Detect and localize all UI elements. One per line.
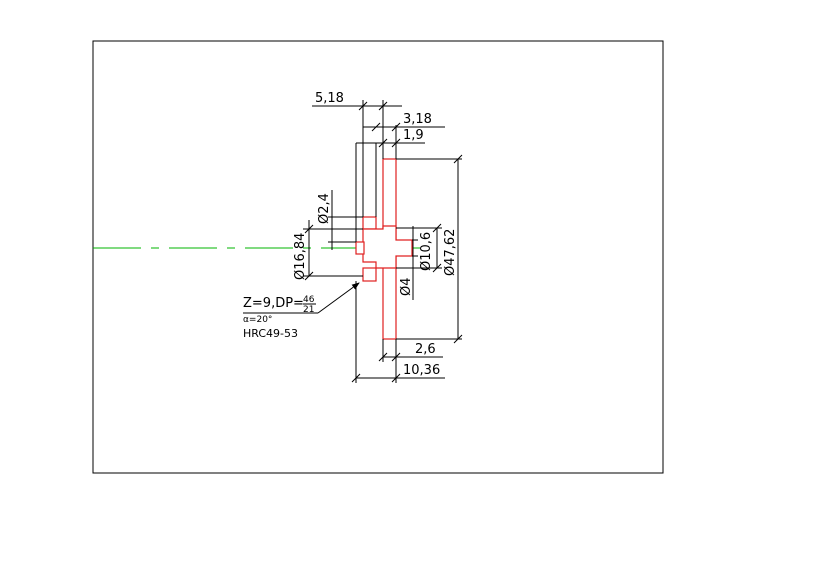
pressure-angle-note: α=20° bbox=[243, 315, 272, 325]
bore-step bbox=[355, 241, 365, 255]
dim-outer-diameter: Ø47,62 bbox=[443, 229, 458, 276]
right-dimensions: Ø47,62 Ø10,6 Ø4 bbox=[396, 154, 463, 344]
dim-bore-diameter: Ø2,4 bbox=[317, 193, 332, 224]
hardness-note: HRC49-53 bbox=[243, 327, 298, 340]
hub-bottom bbox=[362, 267, 377, 282]
dim-1-9: 1,9 bbox=[403, 128, 424, 143]
bottom-dimensions: 2,6 10,36 bbox=[351, 281, 445, 383]
drawing-frame bbox=[92, 40, 664, 474]
dp-denominator: 21 bbox=[303, 305, 314, 315]
dim-10-36: 10,36 bbox=[403, 363, 440, 378]
gear-section bbox=[355, 158, 413, 340]
dim-2-6: 2,6 bbox=[415, 342, 436, 357]
dim-hub-diameter: Ø16,84 bbox=[293, 233, 308, 280]
hub-core bbox=[362, 225, 413, 269]
dim-5-18: 5,18 bbox=[315, 91, 344, 106]
dim-pin-diameter: Ø10,6 bbox=[419, 232, 434, 271]
gear-teeth-note: Z=9,DP= bbox=[243, 296, 304, 311]
dim-shaft-diameter: Ø4 bbox=[399, 277, 414, 296]
dim-3-18: 3,18 bbox=[403, 112, 432, 127]
dp-numerator: 46 bbox=[303, 295, 315, 305]
top-dimensions: 5,18 3,18 1,9 bbox=[312, 91, 445, 242]
left-dimensions: Ø2,4 Ø16,84 bbox=[293, 190, 363, 281]
gear-note: Z=9,DP= 46 21 α=20° HRC49-53 bbox=[243, 282, 360, 340]
hub-top bbox=[362, 216, 377, 230]
